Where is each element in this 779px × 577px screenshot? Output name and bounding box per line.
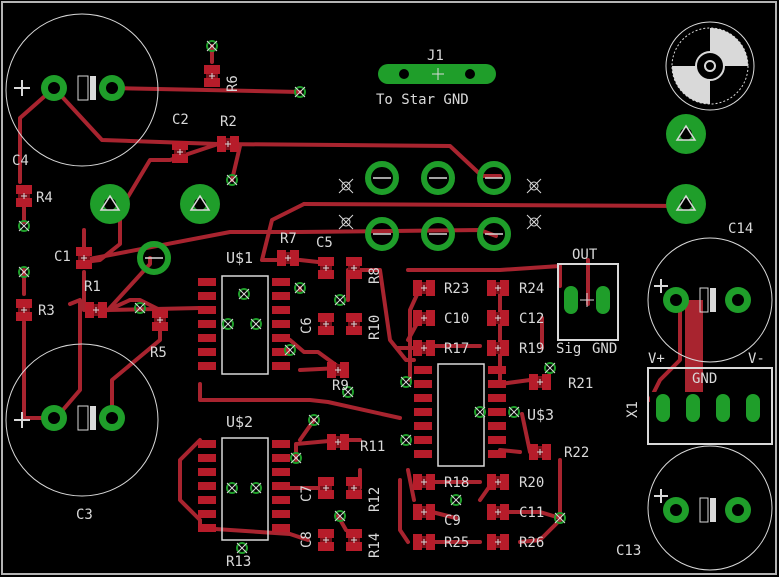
pad-ring [424, 220, 452, 248]
label-j1-desc: To Star GND [376, 92, 469, 108]
label-r7: R7 [280, 231, 297, 247]
label-r26: R26 [519, 535, 545, 551]
pad-ring [368, 164, 396, 192]
c3-capacitor [14, 405, 125, 431]
label-r21: R21 [568, 376, 594, 392]
u2-ic [198, 437, 290, 541]
label-r10: R10 [367, 314, 383, 340]
label-r17: R17 [444, 341, 470, 357]
label-u2: U$2 [226, 413, 254, 431]
label-c9: C9 [444, 513, 461, 529]
label-c8: C8 [299, 531, 315, 548]
label-u1: U$1 [226, 249, 254, 267]
label-c5: C5 [316, 235, 333, 251]
label-r14: R14 [367, 532, 383, 558]
label-r12: R12 [367, 486, 383, 512]
label-out-gnd: GND [592, 341, 618, 357]
label-c11: C11 [519, 505, 545, 521]
label-r23: R23 [444, 281, 470, 297]
label-c10: C10 [444, 311, 470, 327]
u3-ic [414, 363, 506, 467]
label-vminus: V- [748, 351, 765, 367]
label-out: OUT [572, 247, 598, 263]
c13-capacitor [654, 489, 751, 523]
mounting-target [671, 27, 749, 105]
label-vplus: V+ [648, 351, 665, 367]
label-x1-gnd: GND [692, 371, 718, 387]
label-r24: R24 [519, 281, 545, 297]
label-r3: R3 [38, 303, 55, 319]
label-c13: C13 [616, 543, 642, 559]
x-mark [338, 178, 354, 194]
pad-large [179, 183, 221, 225]
x-mark [526, 214, 542, 230]
x-mark [338, 214, 354, 230]
label-r1: R1 [84, 279, 101, 295]
label-u3: U$3 [527, 406, 555, 424]
label-r19: R19 [519, 341, 545, 357]
label-r8: R8 [367, 267, 383, 284]
pad-large [665, 113, 707, 155]
vias [18, 40, 566, 554]
x-mark [526, 178, 542, 194]
label-r22: R22 [564, 445, 590, 461]
label-c2: C2 [172, 112, 189, 128]
c4-capacitor [14, 75, 125, 101]
pad-ring [424, 164, 452, 192]
label-j1: J1 [427, 48, 444, 64]
label-sig: Sig [556, 341, 582, 357]
label-x1: X1 [625, 401, 641, 418]
label-c4: C4 [12, 153, 29, 169]
label-r11: R11 [360, 439, 386, 455]
label-c12: C12 [519, 311, 545, 327]
u1-ic [198, 275, 290, 375]
pad-large [89, 183, 131, 225]
label-c7: C7 [299, 485, 315, 502]
label-r18: R18 [444, 475, 470, 491]
pad-ring [368, 220, 396, 248]
label-c1: C1 [54, 249, 71, 265]
x1-connector [647, 367, 773, 445]
label-r20: R20 [519, 475, 545, 491]
out-connector [557, 263, 619, 341]
label-c6: C6 [299, 317, 315, 334]
label-r9: R9 [332, 378, 349, 394]
label-r25: R25 [444, 535, 470, 551]
label-r2: R2 [220, 114, 237, 130]
power-trace [685, 300, 703, 400]
label-c3: C3 [76, 507, 93, 523]
traces [18, 44, 692, 544]
label-r6: R6 [225, 75, 241, 92]
pad-large [665, 183, 707, 225]
capacitor-outlines [5, 13, 773, 571]
label-r13: R13 [226, 554, 252, 570]
label-c14: C14 [728, 221, 754, 237]
c14-capacitor [654, 279, 751, 313]
j1-connector [378, 64, 496, 84]
label-r4: R4 [36, 190, 53, 206]
pad-ring [480, 220, 508, 248]
label-r5: R5 [150, 345, 167, 361]
